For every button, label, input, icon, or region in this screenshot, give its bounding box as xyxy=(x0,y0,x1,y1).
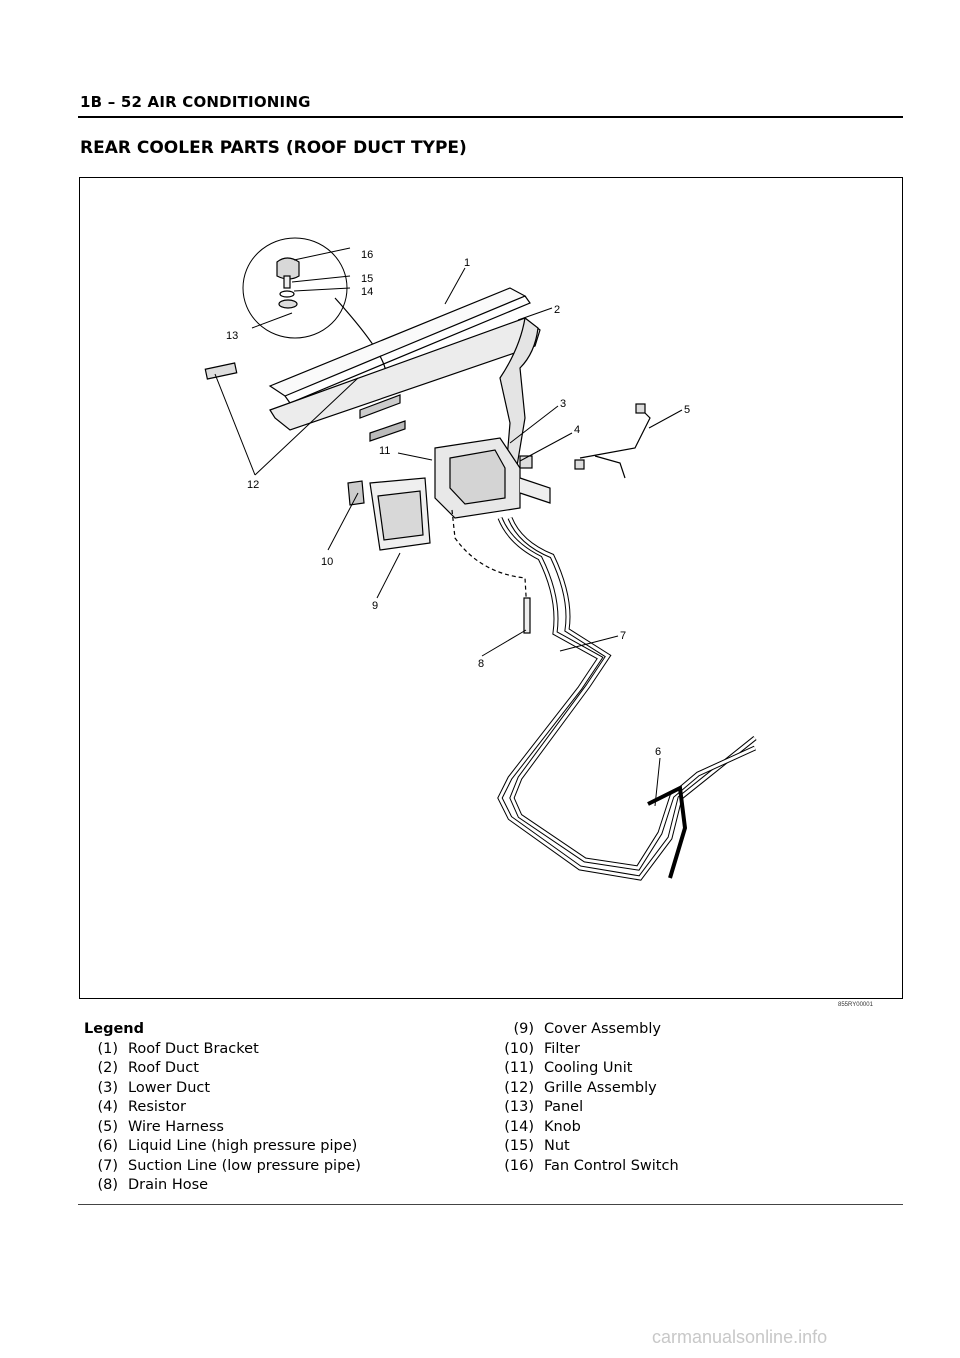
legend-item: (15)Nut xyxy=(504,1138,570,1154)
callout-7: 7 xyxy=(620,630,626,642)
callout-11: 11 xyxy=(379,445,390,457)
legend-item: (6)Liquid Line (high pressure pipe) xyxy=(97,1138,358,1154)
legend-item: (14)Knob xyxy=(504,1118,581,1135)
legend-item: (8)Drain Hose xyxy=(97,1177,209,1193)
legend-left-column: Legend (1)Roof Duct Bracket (2)Roof Duct… xyxy=(84,1020,464,1196)
legend-item: (7)Suction Line (low pressure pipe) xyxy=(97,1157,361,1174)
exploded-parts-diagram: 16 1 15 14 2 13 3 5 4 11 12 10 9 7 8 6 xyxy=(79,177,903,999)
legend-item: (3)Lower Duct xyxy=(97,1079,211,1096)
legend-item: (13)Panel xyxy=(504,1099,584,1115)
legend-item: (16)Fan Control Switch xyxy=(504,1157,679,1174)
figure-code: 855RY00001 xyxy=(838,1002,873,1008)
knob-detail-circle xyxy=(242,237,348,339)
callout-6: 6 xyxy=(655,746,661,758)
callout-13: 13 xyxy=(226,330,238,342)
callout-16: 16 xyxy=(361,249,373,261)
legend-item: (12)Grille Assembly xyxy=(504,1079,657,1096)
header-divider xyxy=(78,116,903,118)
legend-item: (4)Resistor xyxy=(97,1099,186,1115)
footer-divider xyxy=(78,1204,903,1205)
legend-title: Legend xyxy=(84,1021,144,1037)
legend-item: (11)Cooling Unit xyxy=(504,1060,633,1076)
callout-2: 2 xyxy=(554,304,560,316)
callout-10: 10 xyxy=(321,556,333,568)
legend-right-column: (9)Cover Assembly (10)Filter (11)Cooling… xyxy=(490,1020,870,1176)
callout-5: 5 xyxy=(684,404,690,416)
legend-item: (1)Roof Duct Bracket xyxy=(97,1040,259,1057)
legend-item: (9)Cover Assembly xyxy=(513,1021,661,1037)
callout-8: 8 xyxy=(478,658,484,670)
callout-12: 12 xyxy=(247,479,259,491)
callout-4: 4 xyxy=(574,424,580,436)
section-title: REAR COOLER PARTS (ROOF DUCT TYPE) xyxy=(80,138,467,158)
watermark-text: carmanualsonline.info xyxy=(652,1327,828,1347)
legend-item: (2)Roof Duct xyxy=(97,1060,199,1076)
callout-15: 15 xyxy=(361,273,373,285)
diagram-drawing: 16 1 15 14 2 13 3 5 4 11 12 10 9 7 8 6 xyxy=(204,237,757,881)
callout-1: 1 xyxy=(464,257,470,269)
callout-3: 3 xyxy=(560,398,566,410)
callout-14: 14 xyxy=(361,286,373,298)
callout-9: 9 xyxy=(372,600,378,612)
page-header-title: 1B – 52 AIR CONDITIONING xyxy=(80,93,311,111)
legend-item: (5)Wire Harness xyxy=(97,1118,224,1135)
legend-item: (10)Filter xyxy=(504,1040,580,1057)
